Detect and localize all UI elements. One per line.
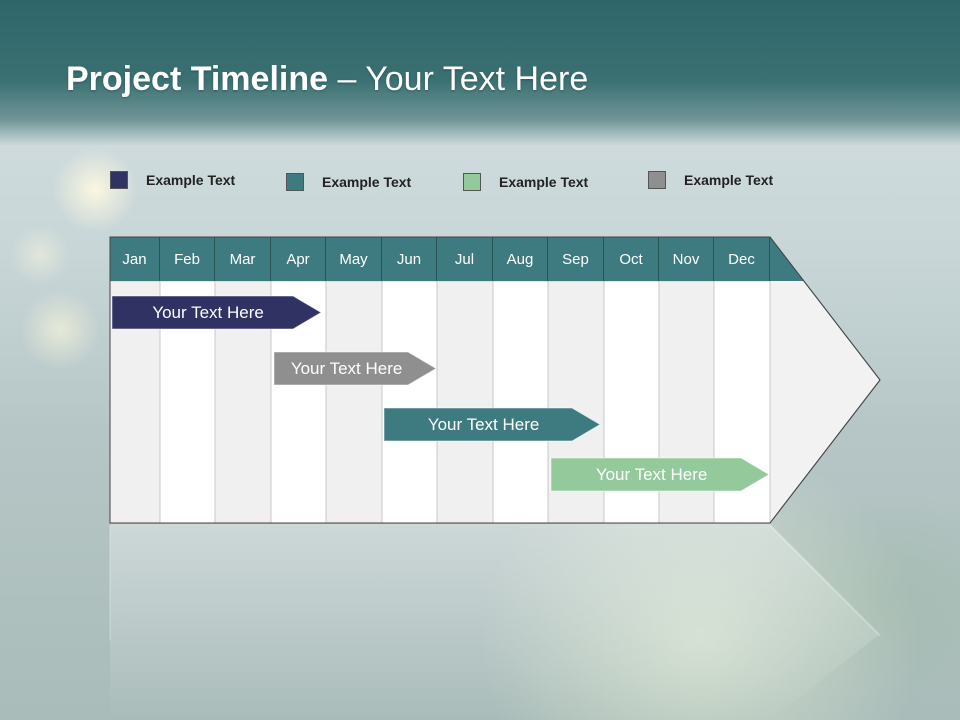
task-bars [111,295,770,492]
month-header-row [110,237,770,281]
task-bar-label-4: Your Text Here [595,464,708,484]
title-banner [0,0,960,145]
title-rest: – Your Text Here [328,60,589,98]
slide-title: Project Timeline – Your Text Here [66,60,588,99]
legend-swatch-1 [110,171,128,189]
legend-item-2: Example Text [286,172,411,192]
month-label-jul: Jul [437,237,493,281]
legend-label-2: Example Text [322,174,412,190]
legend-item-1: Example Text [110,170,235,190]
task-bar-4 [550,457,770,492]
month-column-may [325,280,383,524]
legend-swatch-2 [286,173,304,191]
timeline-reflection [110,524,880,720]
legend-swatch-3 [463,173,481,191]
task-bar-label-3: Your Text Here [427,414,540,434]
legend-label-1: Example Text [146,172,236,188]
month-column-aug [492,280,549,524]
task-bar-label-2: Your Text Here [290,358,403,378]
task-bar-1 [111,295,322,330]
month-label-dec: Dec [714,237,770,281]
month-label-oct: Oct [604,237,659,281]
title-bold: Project Timeline [66,60,329,98]
month-label-jun: Jun [382,237,437,281]
month-label-may: May [326,237,382,281]
month-label-sep: Sep [548,237,604,281]
month-column-jun [381,280,438,524]
month-label-mar: Mar [215,237,271,281]
reflection-edge-right [769,525,881,637]
month-label-apr: Apr [271,237,326,281]
task-bar-3 [383,407,601,442]
legend-label-4: Example Text [684,172,774,188]
month-column-jul [436,280,494,524]
legend-label-3: Example Text [499,174,589,190]
task-bar-label-1: Your Text Here [152,302,264,322]
legend-swatch-4 [648,171,666,189]
timeline-arrow-outline [109,236,881,524]
month-label-aug: Aug [493,237,548,281]
legend-item-3: Example Text [463,172,588,192]
month-label-nov: Nov [659,237,714,281]
month-label-jan: Jan [110,237,160,281]
legend-item-4: Example Text [648,170,773,190]
month-label-feb: Feb [160,237,215,281]
task-bar-2 [273,351,437,386]
